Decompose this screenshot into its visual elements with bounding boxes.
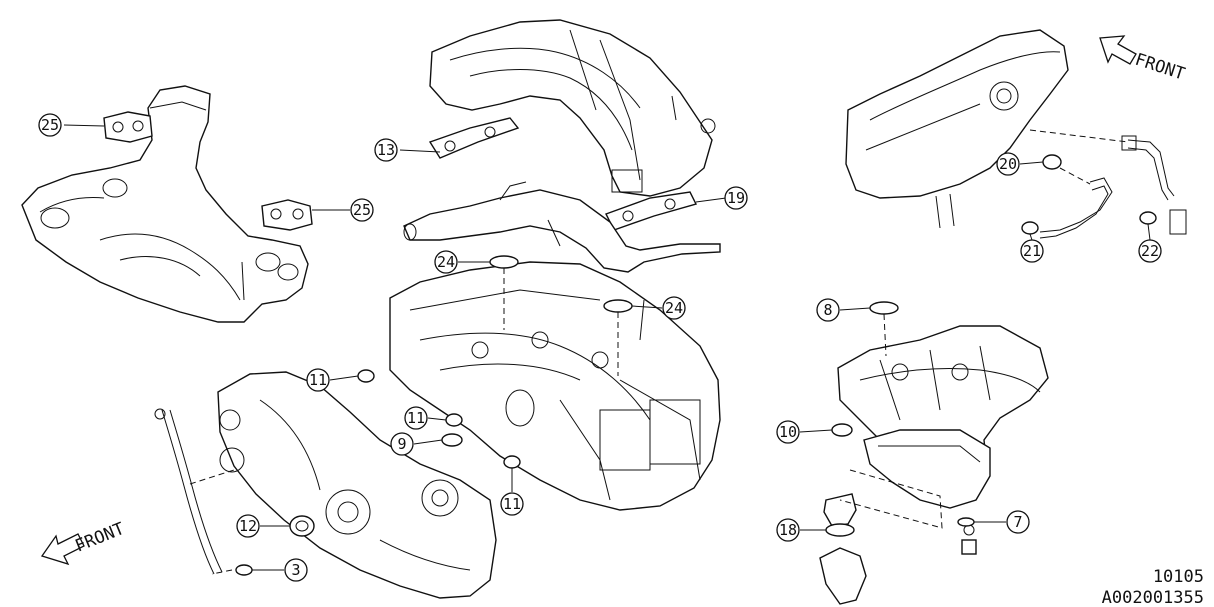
diagram-code: A002001355 xyxy=(1102,588,1204,607)
svg-text:25: 25 xyxy=(41,116,59,134)
svg-text:8: 8 xyxy=(823,301,832,319)
oil-pan-lower xyxy=(863,429,991,509)
o-ring-11c xyxy=(503,455,521,469)
svg-text:10: 10 xyxy=(779,423,797,441)
callout-9: 9 xyxy=(390,432,414,456)
intake-manifold-assembly-right xyxy=(845,29,1069,229)
timing-cover xyxy=(217,371,497,599)
svg-text:11: 11 xyxy=(309,371,327,389)
o-ring-10 xyxy=(831,423,853,437)
o-ring-3 xyxy=(235,564,253,576)
callout-10: 10 xyxy=(776,420,800,444)
callout-22: 22 xyxy=(1138,239,1162,263)
page-number: 10105 xyxy=(1153,567,1204,587)
callout-3: 3 xyxy=(284,558,308,582)
intake-manifold xyxy=(429,19,716,197)
svg-text:FRONT: FRONT xyxy=(72,519,127,557)
callout-18: 18 xyxy=(776,518,800,542)
intake-gasket-upper xyxy=(428,117,520,159)
o-ring-22 xyxy=(1139,211,1157,225)
gasket-7 xyxy=(957,517,975,527)
o-ring-18 xyxy=(825,523,855,537)
svg-text:22: 22 xyxy=(1141,242,1159,260)
o-ring-11b xyxy=(445,413,463,427)
oil-dipstick xyxy=(154,408,223,575)
callout-11b: 11 xyxy=(404,406,428,430)
vacuum-hose xyxy=(1039,135,1187,239)
svg-text:25: 25 xyxy=(353,201,371,219)
drain-plug xyxy=(961,524,977,555)
o-ring-24a xyxy=(489,255,519,269)
svg-text:19: 19 xyxy=(727,189,745,207)
svg-text:24: 24 xyxy=(665,299,683,317)
callout-25a: 25 xyxy=(38,113,62,137)
exhaust-gasket-lower xyxy=(261,199,313,231)
callout-11a: 11 xyxy=(306,368,330,392)
svg-text:11: 11 xyxy=(503,495,521,513)
callout-7: 7 xyxy=(1006,510,1030,534)
callout-11c: 11 xyxy=(500,492,524,516)
svg-text:9: 9 xyxy=(397,435,406,453)
o-ring-8 xyxy=(869,301,899,315)
coolant-pipe xyxy=(403,181,721,273)
assembly-dashed-lines xyxy=(189,129,1129,575)
svg-text:24: 24 xyxy=(437,253,455,271)
callout-19: 19 xyxy=(724,186,748,210)
callout-24b: 24 xyxy=(662,296,686,320)
o-ring-11a xyxy=(357,369,375,383)
callout-12: 12 xyxy=(236,514,260,538)
o-ring-24b xyxy=(603,299,633,313)
callout-20: 20 xyxy=(996,152,1020,176)
o-ring-20 xyxy=(1042,154,1062,170)
oil-filter-housing xyxy=(819,493,867,605)
svg-text:12: 12 xyxy=(239,517,257,535)
svg-text:7: 7 xyxy=(1013,513,1022,531)
callout-21: 21 xyxy=(1020,239,1044,263)
leader-lines xyxy=(63,124,1151,571)
svg-text:20: 20 xyxy=(999,155,1017,173)
svg-text:21: 21 xyxy=(1023,242,1041,260)
callout-8: 8 xyxy=(816,298,840,322)
svg-text:FRONT: FRONT xyxy=(1132,50,1187,85)
oil-seal-12 xyxy=(289,515,315,537)
callout-25b: 25 xyxy=(350,198,374,222)
svg-text:11: 11 xyxy=(407,409,425,427)
exhaust-manifold xyxy=(21,85,309,323)
svg-text:3: 3 xyxy=(291,561,300,579)
front-arrow-top-right: FRONT xyxy=(1099,35,1187,85)
exhaust-gasket-upper xyxy=(103,111,153,143)
callout-24a: 24 xyxy=(434,250,458,274)
svg-text:18: 18 xyxy=(779,521,797,539)
callout-13: 13 xyxy=(374,138,398,162)
o-ring-21 xyxy=(1021,221,1039,235)
o-ring-9 xyxy=(441,433,463,447)
svg-text:13: 13 xyxy=(377,141,395,159)
front-arrow-left: FRONT xyxy=(40,519,127,566)
intake-gasket-lower xyxy=(605,191,698,231)
